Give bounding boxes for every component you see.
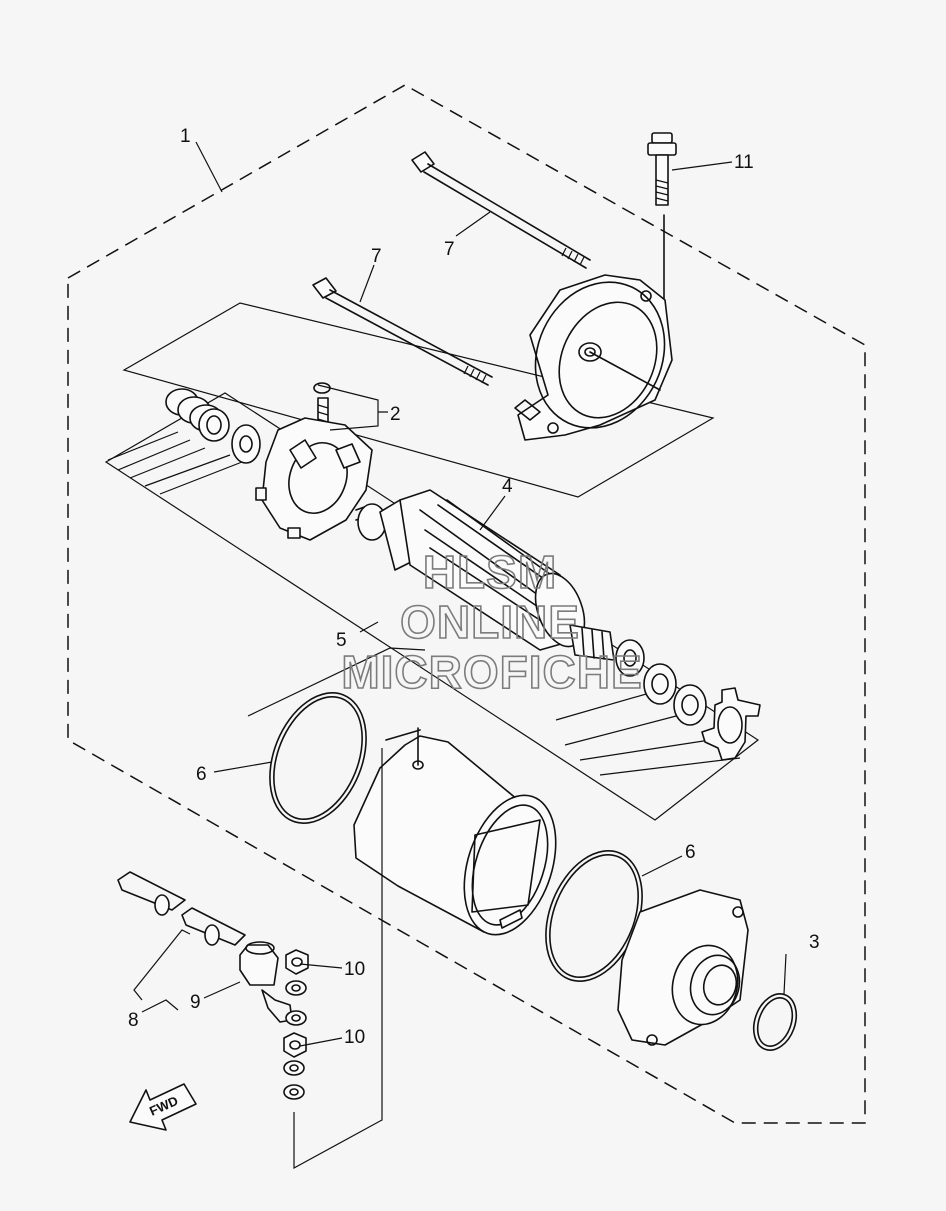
brush-springs bbox=[165, 388, 230, 442]
o-ring-front bbox=[269, 692, 367, 824]
callout-10-upper: 10 bbox=[344, 959, 365, 980]
yoke bbox=[353, 727, 557, 936]
callout-3: 3 bbox=[809, 932, 820, 953]
watermark-line-1: HLSM bbox=[423, 546, 557, 598]
spring-stack-lines bbox=[107, 431, 243, 495]
starter-lead-wire bbox=[117, 871, 246, 946]
callout-1: 1 bbox=[180, 126, 191, 147]
fwd-arrow-icon: FWD bbox=[129, 1083, 197, 1131]
callout-10-lower: 10 bbox=[344, 1027, 365, 1048]
callout-11: 11 bbox=[734, 152, 754, 173]
washer-stack-lines bbox=[555, 689, 741, 776]
callout-7-lower: 7 bbox=[371, 246, 382, 267]
leader-lines bbox=[133, 141, 787, 1047]
spring-washer bbox=[231, 424, 261, 464]
callout-5: 5 bbox=[336, 630, 347, 651]
callout-6-front: 6 bbox=[196, 764, 207, 785]
terminal-cap bbox=[239, 941, 293, 1023]
callout-2: 2 bbox=[390, 404, 401, 425]
through-bolt-upper bbox=[411, 151, 591, 269]
through-bolt-lower bbox=[312, 277, 493, 386]
mounting-bolt bbox=[647, 132, 677, 306]
terminal-nut-lower bbox=[283, 1032, 307, 1100]
rear-cover bbox=[617, 889, 749, 1046]
brush-holder-assembly bbox=[255, 382, 373, 541]
assembly-boundary bbox=[67, 84, 866, 1124]
watermark-line-2: ONLINE bbox=[400, 596, 580, 648]
callout-7-upper: 7 bbox=[444, 239, 455, 260]
brush-group-bracket bbox=[122, 302, 715, 498]
callout-9: 9 bbox=[190, 992, 201, 1013]
front-cover-housing bbox=[514, 274, 673, 441]
watermark: HLSM ONLINE MICROFICHE bbox=[341, 545, 643, 699]
terminal-bracket-line bbox=[293, 748, 383, 1170]
terminal-nut-upper bbox=[285, 949, 309, 1026]
armature-washers bbox=[615, 639, 707, 726]
armature bbox=[355, 489, 615, 661]
callout-8: 8 bbox=[128, 1010, 139, 1031]
lock-plate bbox=[701, 687, 761, 761]
callout-6-rear: 6 bbox=[685, 842, 696, 863]
watermark-line-3: MICROFICHE bbox=[341, 646, 642, 698]
callout-4: 4 bbox=[502, 476, 513, 497]
yoke-group-bracket bbox=[247, 647, 426, 717]
o-ring-small bbox=[752, 993, 798, 1051]
